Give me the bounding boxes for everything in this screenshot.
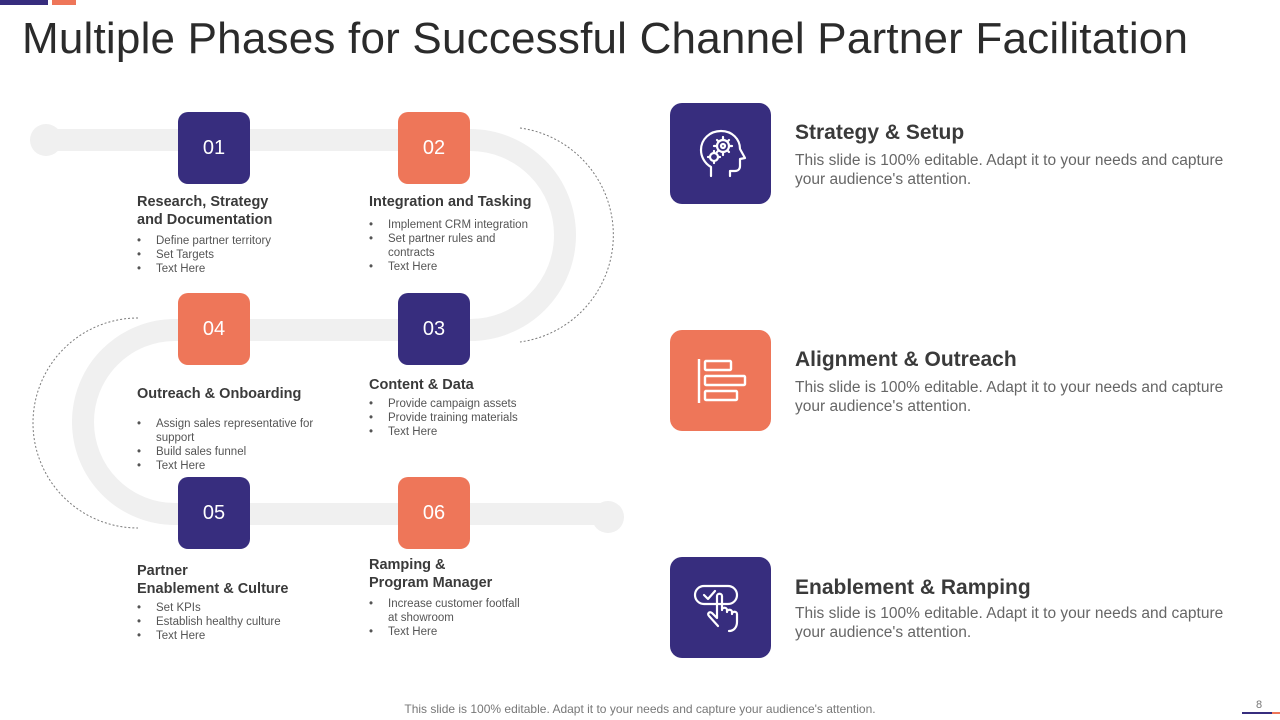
align-bars-icon	[670, 330, 771, 431]
phase-06-badge: 06	[398, 477, 470, 549]
phase-03-heading: Content & Data	[369, 377, 474, 393]
phase-04-badge: 04	[178, 293, 250, 365]
phase-02-text: Integration and Tasking Implement CRM in…	[369, 193, 544, 274]
phase-01-badge: 01	[178, 112, 250, 184]
list-item: Text Here	[369, 425, 544, 439]
track-start-dot	[30, 124, 62, 156]
phase-01-bullets: Define partner territory Set Targets Tex…	[137, 234, 327, 276]
step-title-strategy: Strategy & Setup	[795, 121, 965, 144]
phase-02-badge: 02	[398, 112, 470, 184]
phase-03-badge: 03	[398, 293, 470, 365]
track-dashed-arc-right	[519, 127, 614, 343]
phase-02-heading: Integration and Tasking	[369, 194, 532, 210]
list-item: Assign sales representative for support	[137, 417, 316, 445]
step-title-enablement: Enablement & Ramping	[795, 576, 1031, 599]
phase-02-bullets: Implement CRM integration Set partner ru…	[369, 218, 544, 274]
list-item: Text Here	[137, 262, 327, 276]
page-title: Multiple Phases for Successful Channel P…	[22, 14, 1189, 63]
phase-06-bullets: Increase customer footfall at showroom T…	[369, 597, 544, 639]
list-item: Provide campaign assets	[369, 397, 544, 411]
track-end-dot	[592, 501, 624, 533]
list-item: Increase customer footfall at showroom	[369, 597, 523, 625]
phase-05-bullets: Set KPIs Establish healthy culture Text …	[137, 601, 317, 643]
phase-05-badge: 05	[178, 477, 250, 549]
head-gears-icon	[670, 103, 771, 204]
step-desc-alignment: This slide is 100% editable. Adapt it to…	[795, 379, 1224, 415]
hand-touch-icon	[670, 557, 771, 658]
list-item: Text Here	[137, 629, 317, 643]
phase-04-bullets: Assign sales representative for support …	[137, 417, 317, 473]
list-item: Build sales funnel	[137, 445, 317, 459]
top-accent-navy	[0, 0, 48, 5]
phase-04-text: Outreach & Onboarding Assign sales repre…	[137, 385, 317, 473]
step-desc-strategy: This slide is 100% editable. Adapt it to…	[795, 152, 1224, 188]
track-dashed-arc-left	[32, 317, 139, 529]
list-item: Set partner rules and contracts	[369, 232, 508, 260]
list-item: Text Here	[137, 459, 317, 473]
list-item: Define partner territory	[137, 234, 327, 248]
phase-03-bullets: Provide campaign assets Provide training…	[369, 397, 544, 439]
phase-04-heading: Outreach & Onboarding	[137, 386, 302, 402]
footer-note: This slide is 100% editable. Adapt it to…	[404, 702, 876, 716]
phase-03-text: Content & Data Provide campaign assets P…	[369, 376, 544, 439]
top-accent-orange	[52, 0, 76, 5]
phase-06-text: Ramping &Program Manager Increase custom…	[369, 556, 544, 639]
list-item: Provide training materials	[369, 411, 544, 425]
list-item: Establish healthy culture	[137, 615, 317, 629]
corner-accent-navy	[1242, 712, 1272, 714]
corner-accent-orange	[1272, 712, 1280, 714]
list-item: Text Here	[369, 260, 544, 274]
list-item: Set KPIs	[137, 601, 317, 615]
step-title-alignment: Alignment & Outreach	[795, 348, 1017, 371]
list-item: Text Here	[369, 625, 544, 639]
page-number: 8	[1256, 699, 1263, 711]
step-desc-enablement: This slide is 100% editable. Adapt it to…	[795, 605, 1224, 641]
phase-06-heading: Ramping &Program Manager	[369, 557, 493, 591]
list-item: Implement CRM integration	[369, 218, 544, 232]
list-item: Set Targets	[137, 248, 327, 262]
track-path	[35, 129, 619, 525]
